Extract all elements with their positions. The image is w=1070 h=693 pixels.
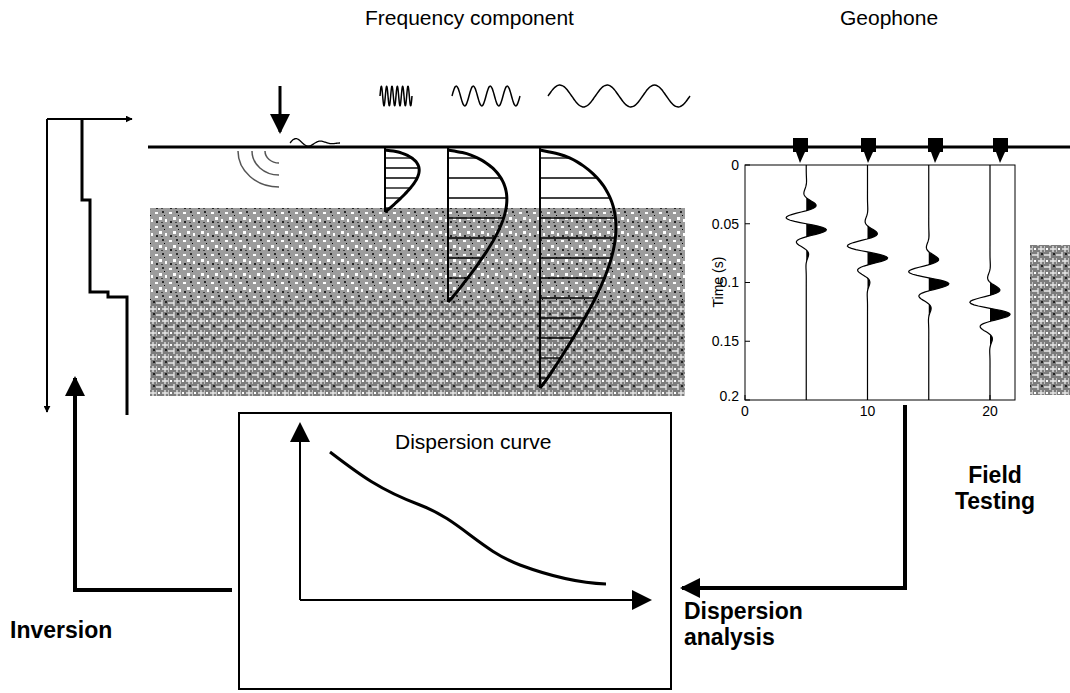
mode-axis: [539, 148, 541, 388]
trace-line: [786, 165, 826, 400]
hatch-line: [448, 277, 468, 278]
trace-fill: [868, 165, 888, 400]
hatch-line: [385, 177, 417, 178]
hatch-line: [385, 187, 410, 188]
tick-label: 10: [860, 403, 876, 419]
soil-layer: [150, 208, 685, 300]
axis-title: Time (s): [710, 257, 726, 308]
geophone-array: [793, 138, 1008, 163]
rock-layer: [150, 300, 685, 396]
tick-label: 0: [741, 403, 749, 419]
mode-curve: [385, 150, 419, 212]
tick-label: 0.05: [712, 216, 739, 232]
hatch-line: [448, 197, 507, 198]
hatch-line: [540, 277, 604, 278]
tick-label: 20: [982, 403, 998, 419]
heading: Frequency component: [365, 6, 574, 30]
impact-source: [279, 86, 282, 132]
seismogram-frame: [745, 165, 1015, 400]
tick-label: 0.15: [712, 333, 739, 349]
hatch-line: [448, 217, 504, 218]
velocity-profile: [82, 120, 127, 415]
step-label: Inversion: [10, 617, 112, 643]
surface-wave: [290, 139, 340, 146]
wavelet: [452, 86, 520, 106]
velocity-axis: [47, 118, 132, 120]
axis-ticks: [745, 165, 990, 400]
dispersion-curve-line: [330, 452, 606, 584]
hatch-line: [540, 217, 615, 218]
mode-axis: [447, 148, 449, 302]
trace-fill: [929, 165, 949, 400]
flow-arrow: [682, 405, 905, 588]
tick-label: 0.2: [720, 388, 739, 404]
hatch-line: [448, 257, 482, 258]
hatch-line: [385, 157, 412, 158]
hatch-line: [540, 257, 611, 258]
seismic-traces: [786, 165, 1010, 400]
trace-line: [970, 165, 1010, 400]
hatch-line: [448, 177, 501, 178]
dispersion-x-axis: [300, 599, 650, 601]
rock-layer-edge: [1030, 245, 1070, 395]
hatch-line: [448, 237, 495, 238]
frequency-wavelets: [290, 85, 690, 146]
wavelet: [380, 86, 412, 106]
hatch-line: [540, 297, 595, 298]
trace-fill: [990, 165, 1010, 400]
hatch-line: [540, 177, 597, 178]
mode-axis: [384, 148, 386, 212]
mode-shapes: [385, 148, 616, 388]
plot-box: Dispersion curve: [238, 412, 672, 690]
trace-line: [847, 165, 887, 400]
hatch-line: [540, 197, 610, 198]
hatch-line: [540, 337, 573, 338]
box-title: Dispersion curve: [395, 430, 551, 454]
step-label: Field Testing: [930, 462, 1060, 515]
tick-label: 0: [731, 157, 739, 173]
hatch-line: [540, 237, 615, 238]
hatch-line: [385, 167, 419, 168]
wavelet: [548, 85, 690, 107]
mode-curve: [448, 150, 507, 302]
hatch-line: [540, 357, 561, 358]
depth-axis: [46, 119, 48, 412]
heading: Geophone: [840, 6, 938, 30]
dispersion-y-axis: [299, 424, 301, 600]
hatch-line: [540, 317, 585, 318]
step-label: Dispersion analysis: [684, 598, 834, 651]
wavefront: [238, 151, 279, 187]
flow-arrow: [75, 378, 232, 590]
trace-line: [909, 165, 949, 400]
mode-curve: [540, 150, 616, 388]
